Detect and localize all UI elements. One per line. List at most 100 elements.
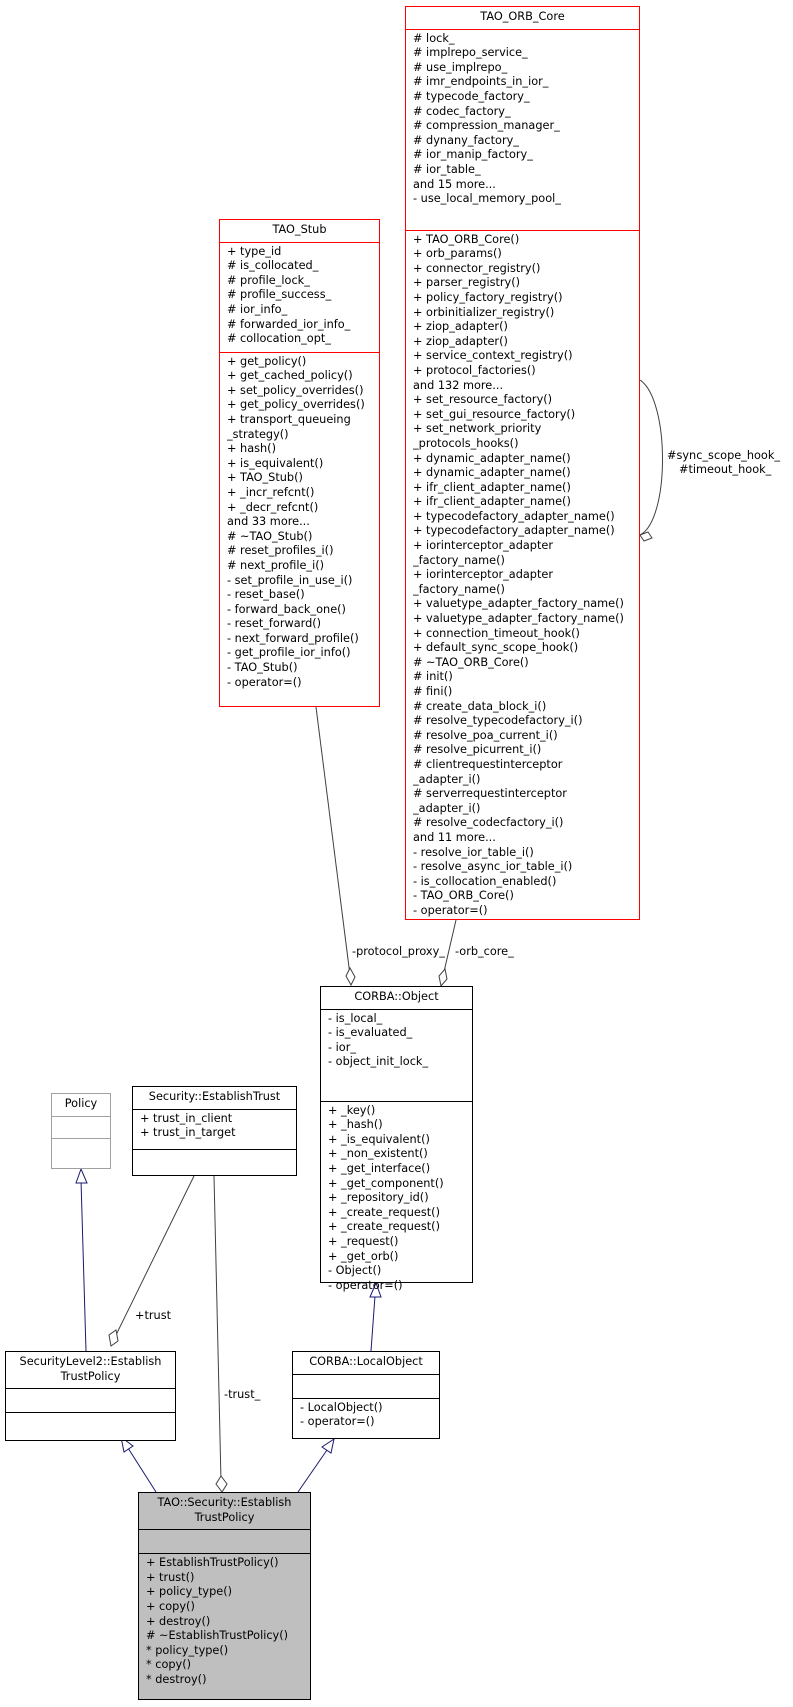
member-line: + orb_params() <box>413 247 502 261</box>
member-line: - next_forward_profile() <box>227 631 359 645</box>
member-line: + ifr_client_adapter_name() <box>413 480 571 494</box>
member-line: + _hash() <box>328 1118 383 1132</box>
member-line: + ziop_adapter() <box>413 320 508 334</box>
member-line: and 33 more... <box>227 515 310 529</box>
class-tao-stub: TAO_Stub + type_id# is_collocated_# prof… <box>219 219 380 707</box>
class-title: CORBA::LocalObject <box>309 1355 423 1368</box>
member-line: - TAO_Stub() <box>227 661 298 675</box>
methods-section: + EstablishTrustPolicy()+ trust()+ polic… <box>139 1553 310 1690</box>
class-title: SecurityLevel2::Establish TrustPolicy <box>6 1352 175 1388</box>
member-line: # lock_ <box>413 31 455 45</box>
member-line: _adapter_i() <box>413 801 481 815</box>
attributes-section <box>139 1529 310 1553</box>
member-line: + service_context_registry() <box>413 349 573 363</box>
edge-stub-to-object <box>315 706 351 976</box>
member-line: + _incr_refcnt() <box>227 485 315 499</box>
member-line: _strategy() <box>227 427 289 441</box>
member-line: + set_resource_factory() <box>413 393 553 407</box>
class-title: TAO::Security::Establish TrustPolicy <box>139 1493 310 1529</box>
class-corba-local-object: CORBA::LocalObject - LocalObject()- oper… <box>292 1351 440 1439</box>
member-line: + _create_request() <box>328 1220 440 1234</box>
member-line: + parser_registry() <box>413 276 521 290</box>
member-line: # is_collocated_ <box>227 259 319 273</box>
member-line: # profile_lock_ <box>227 273 310 287</box>
edge-tao-policy-to-level2 <box>127 1447 157 1493</box>
member-line: - reset_base() <box>227 588 305 602</box>
member-line: + trust() <box>146 1570 195 1584</box>
label-protocol-proxy: -protocol_proxy_ <box>352 945 445 958</box>
member-line: + dynamic_adapter_name() <box>413 466 571 480</box>
member-line: # ~EstablishTrustPolicy() <box>146 1629 289 1643</box>
member-line: - operator=() <box>300 1415 375 1429</box>
label-trust-minus: -trust_ <box>224 1388 261 1401</box>
member-line: + _is_equivalent() <box>328 1132 430 1146</box>
member-line: and 15 more... <box>413 177 496 191</box>
member-line: + iorinterceptor_adapter <box>413 539 554 553</box>
member-line: # resolve_picurrent_i() <box>413 743 542 757</box>
member-line: # dynany_factory_ <box>413 133 519 147</box>
member-line: - ior_ <box>328 1040 357 1054</box>
member-line: _adapter_i() <box>413 772 481 786</box>
label-orb-core: -orb_core_ <box>455 945 514 958</box>
member-line: - TAO_ORB_Core() <box>413 889 514 903</box>
member-line: + valuetype_adapter_factory_name() <box>413 597 624 611</box>
member-line: + connector_registry() <box>413 261 541 275</box>
member-line: # clientrequestinterceptor <box>413 757 563 771</box>
member-line: # ior_table_ <box>413 162 481 176</box>
member-line: + orbinitializer_registry() <box>413 305 555 319</box>
member-line: + _decr_refcnt() <box>227 500 319 514</box>
edge-orb-core-diamond <box>438 967 448 988</box>
class-title: TAO_ORB_Core <box>480 10 565 23</box>
member-line: - is_evaluated_ <box>328 1026 413 1040</box>
edge-trust-plus-diamond <box>108 1329 119 1347</box>
class-tao-orb-core: TAO_ORB_Core # lock_# implrepo_service_ #… <box>405 6 640 920</box>
label-timeout-hook: #timeout_hook_ <box>679 463 772 476</box>
methods-section: - LocalObject()- operator=() <box>293 1397 439 1433</box>
member-line: + policy_factory_registry() <box>413 290 563 304</box>
member-line: + hash() <box>227 442 276 456</box>
member-line: + _get_interface() <box>328 1161 431 1175</box>
class-title: Security::EstablishTrust <box>148 1090 281 1103</box>
attributes-section <box>6 1388 175 1412</box>
member-line: # collocation_opt_ <box>227 332 331 346</box>
edge-tao-policy-to-localobject <box>297 1449 328 1493</box>
member-line: + transport_queueing <box>227 412 351 426</box>
member-line: _factory_name() <box>413 553 505 567</box>
class-corba-object: CORBA::Object - is_local_- is_evaluated_… <box>320 986 473 1292</box>
member-line: + _get_component() <box>328 1176 444 1190</box>
label-trust-plus: +trust <box>135 1309 172 1322</box>
member-line: - operator=() <box>328 1278 403 1292</box>
member-line: + typecodefactory_adapter_name() <box>413 509 615 523</box>
edge-localobject-to-object <box>370 1295 376 1352</box>
member-line: + _get_orb() <box>328 1249 399 1263</box>
attributes-section <box>293 1373 439 1398</box>
member-line: - resolve_async_ior_table_i() <box>413 860 573 874</box>
edge-trust-to-tao-policy <box>213 1175 222 1482</box>
member-line: + get_policy_overrides() <box>227 398 365 412</box>
member-line: * copy() <box>146 1658 192 1672</box>
methods-section: + get_policy()+ get_cached_policy()+ set… <box>220 351 379 694</box>
attributes-section <box>52 1115 110 1138</box>
methods-section <box>133 1148 296 1175</box>
member-line: - is_local_ <box>328 1011 383 1025</box>
edge-tao-policy-localobject-arrow <box>321 1437 335 1454</box>
edge-level2-to-policy <box>80 1179 87 1352</box>
member-line: + valuetype_adapter_factory_name() <box>413 612 624 626</box>
member-line: + type_id <box>227 244 282 258</box>
member-line: # typecode_factory_ <box>413 89 530 103</box>
member-line: # ~TAO_ORB_Core() <box>413 655 529 669</box>
class-title-line-2: TrustPolicy <box>60 1369 121 1383</box>
member-line: + EstablishTrustPolicy() <box>146 1556 279 1570</box>
class-policy: Policy <box>51 1093 111 1169</box>
member-line: _factory_name() <box>413 582 505 596</box>
member-line: # init() <box>413 670 453 684</box>
member-line: # implrepo_service_ <box>413 46 528 60</box>
member-line: and 132 more... <box>413 378 504 392</box>
member-line: - resolve_ior_table_i() <box>413 845 534 859</box>
member-line: * destroy() <box>146 1672 207 1686</box>
member-line: # resolve_codecfactory_i() <box>413 816 564 830</box>
member-line: # profile_success_ <box>227 288 332 302</box>
edge-level2-arrow <box>75 1167 88 1184</box>
member-line: # compression_manager_ <box>413 119 560 133</box>
